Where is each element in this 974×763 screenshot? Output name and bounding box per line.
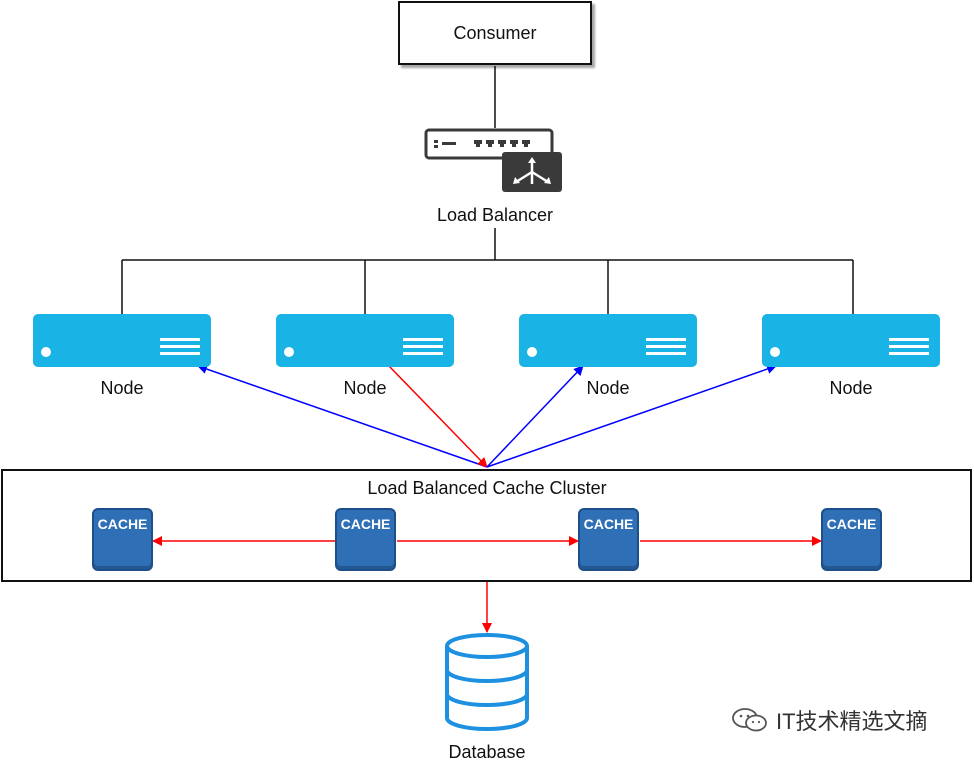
cache-cluster-box [1, 469, 972, 582]
consumer-box: Consumer [398, 1, 592, 65]
arrow-to-node-4 [486, 364, 777, 468]
cache-icon: CACHE [92, 508, 153, 571]
node-label: Node [829, 378, 873, 398]
database-label: Database [448, 742, 526, 762]
arrow-node-2-to-cluster [388, 365, 488, 468]
node-label: Node [343, 378, 387, 398]
load-balancer-label: Load Balancer [436, 205, 554, 225]
node-server-icon [519, 314, 697, 367]
cache-icon: CACHE [335, 508, 396, 571]
node-label: Node [586, 378, 630, 398]
node-label: Node [100, 378, 144, 398]
node-server-icon [276, 314, 454, 367]
cache-icon: CACHE [578, 508, 639, 571]
arrow-to-node-1 [197, 364, 488, 468]
cache-cluster-title: Load Balanced Cache Cluster [367, 478, 607, 498]
node-server-icon [762, 314, 940, 367]
node-server-icon [33, 314, 211, 367]
consumer-label: Consumer [453, 22, 537, 43]
load-balancer-icon [424, 128, 562, 192]
watermark: IT技术精选文摘 [730, 704, 928, 736]
database-icon [445, 633, 529, 731]
watermark-text: IT技术精选文摘 [776, 709, 928, 734]
cache-icon: CACHE [821, 508, 882, 571]
wechat-icon [732, 708, 767, 732]
arrow-to-node-3 [486, 365, 584, 468]
